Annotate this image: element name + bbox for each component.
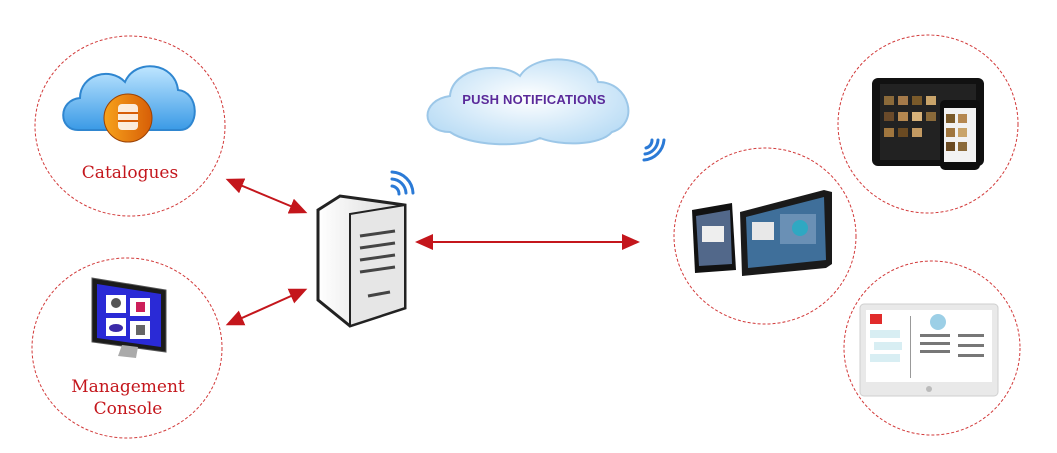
push-notifications-cloud (426, 58, 630, 146)
arrow-catalogues-server (225, 178, 308, 214)
catalogues-circle (34, 35, 226, 217)
management-circle (31, 257, 223, 439)
management-label-line1: Management (71, 377, 185, 397)
tablet-phone-circle (837, 34, 1019, 214)
management-label-line2: Console (93, 399, 163, 419)
touch-monitor-circle (843, 260, 1021, 436)
catalogues-label: Catalogues (81, 163, 179, 183)
arrow-management-server (225, 288, 308, 326)
tablets-icon (692, 190, 832, 276)
cloud-database-icon (62, 65, 196, 143)
touch-monitor-icon (859, 303, 999, 397)
server-wifi-icon (390, 170, 415, 196)
tablets-circle (673, 147, 857, 325)
push-notifications-label: PUSH NOTIFICATIONS (462, 92, 606, 107)
server-icon (316, 194, 407, 328)
tablet-phone-icon (872, 78, 984, 170)
push-wifi-icon (642, 138, 666, 162)
monitor-icon (91, 277, 167, 358)
